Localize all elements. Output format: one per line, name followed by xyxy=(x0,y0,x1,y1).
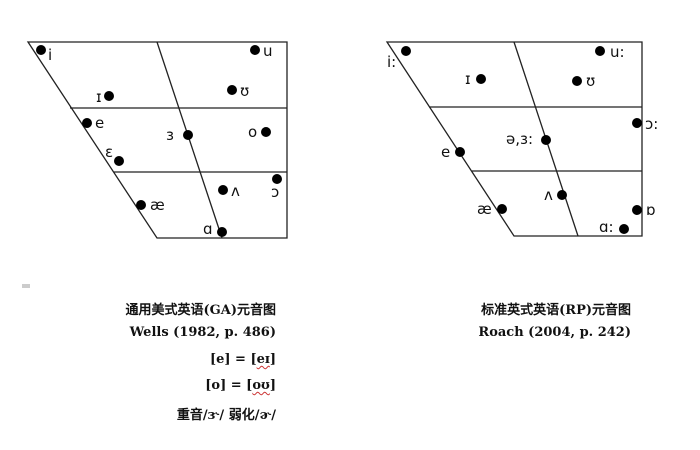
ga-note-stress: 重音/ɝ/ 弱化/ɚ/ xyxy=(176,408,276,423)
rp-vowel-label-turned-alpha: ɒ xyxy=(646,201,656,219)
ga-chart-source: Wells (1982, p. 486) xyxy=(129,325,276,340)
rp-vowel-dot-upsilon xyxy=(572,76,582,86)
rp-vowel-label-upsilon: ʊ xyxy=(586,72,595,90)
rp-vowel-dot-turned-alpha xyxy=(632,205,642,215)
ga-chart-outline xyxy=(26,41,288,239)
ga-vowel-dot-small-capital-i xyxy=(104,91,114,101)
ga-vowel-dot-upsilon xyxy=(227,85,237,95)
rp-vowel-dot-long-u xyxy=(595,46,605,56)
rp-vowel-dot-long-open-o xyxy=(632,118,642,128)
ga-note-o-prefix: [o] = [ xyxy=(205,378,253,393)
ga-vowel-dot-open-o xyxy=(272,174,282,184)
ga-note-e: [e] = [eɪ] xyxy=(210,352,276,367)
ga-vowel-label-reversed-epsilon: ɜ xyxy=(166,126,174,144)
ga-vowel-label-ash: æ xyxy=(150,196,165,214)
ga-note-e-diphthong: eɪ xyxy=(256,352,270,367)
ga-vowel-label-upsilon: ʊ xyxy=(240,82,249,100)
ga-vowel-dot-turned-v xyxy=(218,185,228,195)
rp-vowel-dot-long-i xyxy=(401,46,411,56)
ga-note-o-suffix: ] xyxy=(269,378,276,393)
rp-vowel-label-small-capital-i: ɪ xyxy=(465,70,471,88)
ga-vowel-dot-epsilon xyxy=(114,156,124,166)
rp-chart-title: 标准英式英语(RP)元音图 xyxy=(481,303,631,318)
ga-vowel-label-open-o: ɔ xyxy=(271,183,279,201)
ga-vowel-chart xyxy=(26,41,288,239)
ga-vowel-dot-ash xyxy=(136,200,146,210)
ga-vowel-dot-reversed-epsilon xyxy=(183,130,193,140)
rp-vowel-dot-e xyxy=(455,147,465,157)
ga-note-e-prefix: [e] = [ xyxy=(209,352,257,367)
rp-vowel-label-long-u: u: xyxy=(610,43,625,61)
ga-vowel-label-i: i xyxy=(48,46,52,64)
ga-vowel-label-alpha: ɑ xyxy=(203,220,213,238)
rp-vowel-label-long-alpha: ɑ: xyxy=(599,218,614,236)
ga-note-o-diphthong: oʊ xyxy=(252,378,270,393)
rp-vowel-dot-small-capital-i xyxy=(476,74,486,84)
rp-vowel-dot-turned-v xyxy=(557,190,567,200)
rp-chart-outline xyxy=(385,41,643,237)
ga-note-o: [o] = [oʊ] xyxy=(205,378,276,393)
ga-vowel-label-small-capital-i: ɪ xyxy=(96,88,102,106)
ga-vowel-label-epsilon: ɛ xyxy=(105,143,113,161)
ga-vowel-dot-u xyxy=(250,45,260,55)
rp-vowel-label-long-open-o: ɔ: xyxy=(645,115,658,133)
ga-vowel-label-turned-v: ʌ xyxy=(231,182,240,200)
rp-vowel-label-schwa-long-reversed-epsilon: ə,ɜ: xyxy=(506,130,533,148)
ga-vowel-dot-i xyxy=(36,45,46,55)
ga-vowel-label-o: o xyxy=(248,123,257,141)
rp-vowel-dot-ash xyxy=(497,204,507,214)
rp-vowel-dot-long-alpha xyxy=(619,224,629,234)
rp-vowel-dot-schwa-long-reversed-epsilon xyxy=(541,135,551,145)
ga-note-e-suffix: ] xyxy=(269,352,276,367)
rp-vowel-label-ash: æ xyxy=(477,200,492,218)
rp-vowel-label-long-i: i: xyxy=(387,53,396,71)
rp-vowel-label-turned-v: ʌ xyxy=(544,186,553,204)
ga-vowel-label-e: e xyxy=(95,114,104,132)
ga-grid-line xyxy=(156,41,223,239)
ga-vowel-dot-e xyxy=(82,118,92,128)
rp-chart-source: Roach (2004, p. 242) xyxy=(478,325,631,340)
ga-vowel-dot-o xyxy=(261,127,271,137)
rp-vowel-label-e: e xyxy=(441,143,450,161)
ga-vowel-label-u: u xyxy=(263,42,273,60)
divider-mark xyxy=(22,284,30,288)
ga-vowel-dot-alpha xyxy=(217,227,227,237)
ga-chart-title: 通用美式英语(GA)元音图 xyxy=(125,303,277,318)
